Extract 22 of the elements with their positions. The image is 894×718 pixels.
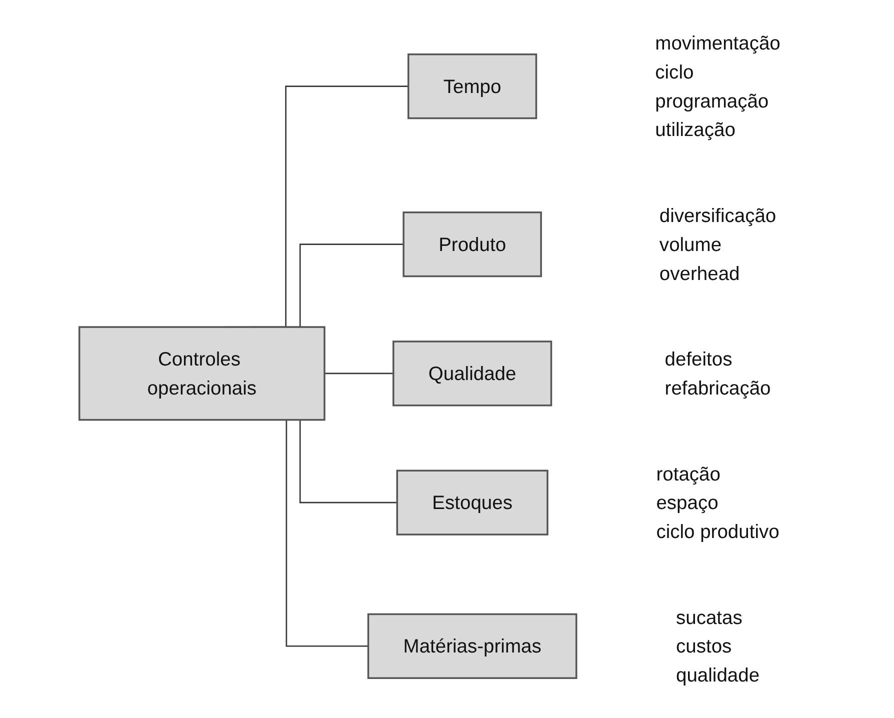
node-label: volume (659, 233, 722, 256)
node-label: overhead (659, 262, 740, 284)
node-box: Controles operacionais (78, 326, 325, 421)
node-label: ciclo (654, 60, 694, 83)
node-box: Qualidade (392, 340, 552, 406)
node-label: ciclo produtivo (656, 520, 779, 542)
node-label: diversificação (659, 204, 776, 226)
node-label: qualidade (676, 664, 760, 686)
node-label: refabricação (664, 376, 770, 399)
node-label: custos (676, 635, 732, 658)
node-box: Matérias-primas (367, 613, 577, 679)
node-label: rotação (656, 462, 720, 485)
node-label: movimentação (654, 32, 780, 54)
node-label: programação (654, 90, 768, 112)
node-box: Tempo (407, 53, 537, 120)
node-box: Estoques (396, 470, 548, 536)
node-label: utilização (654, 118, 736, 141)
node-box: Produto (402, 211, 542, 278)
node-label: sucatas (676, 606, 742, 628)
connector (324, 372, 393, 374)
node-label: espaço (656, 492, 718, 514)
node-label: defeitos (664, 348, 732, 370)
